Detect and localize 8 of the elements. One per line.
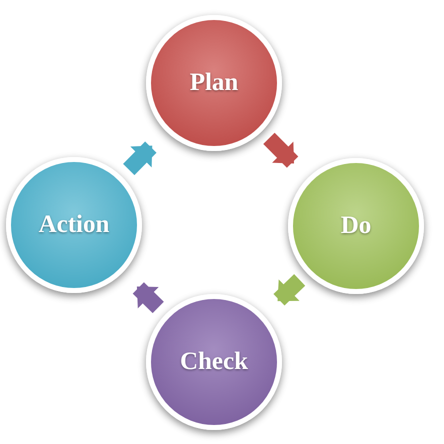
arrow (132, 282, 164, 314)
arrow (123, 141, 157, 176)
stage-label: Check (180, 348, 248, 376)
stage-label: Plan (190, 69, 238, 97)
arrow (273, 274, 306, 306)
stage-label: Do (340, 212, 372, 240)
arrow (263, 132, 298, 168)
stage-label: Action (38, 211, 110, 239)
